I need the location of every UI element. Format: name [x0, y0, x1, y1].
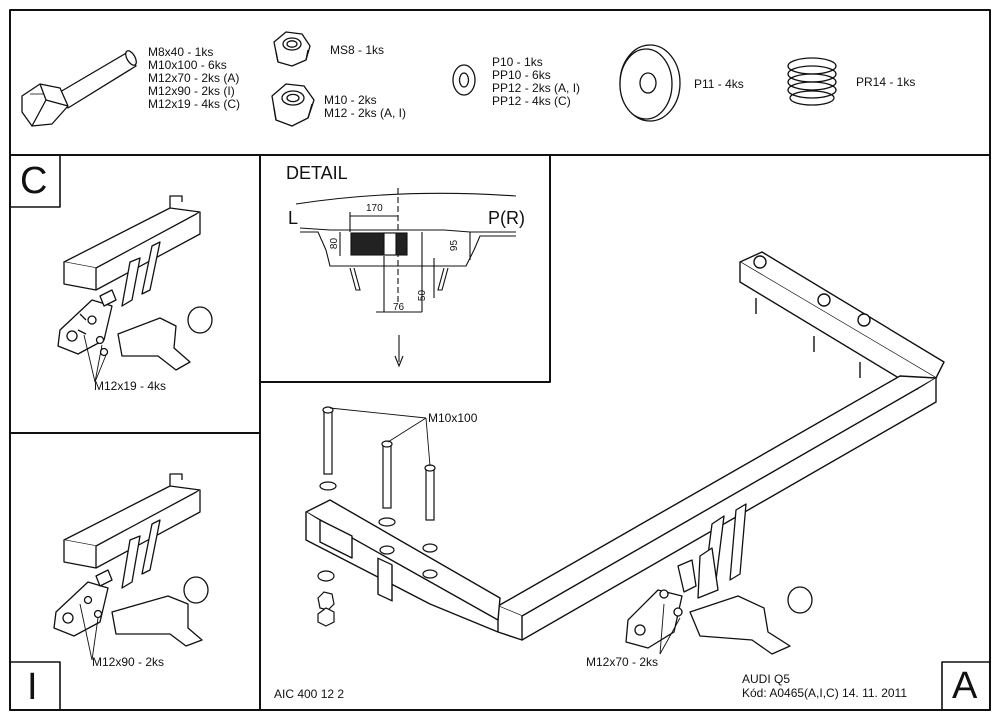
- outer-frame: [9, 9, 991, 711]
- bolt-drawing: [21, 50, 137, 127]
- panel-a-bolt-label: M12x70 - 2ks: [586, 655, 659, 669]
- bolt-list-item: M8x40 - 1ks: [148, 45, 214, 59]
- hitch-drawing-a: [625, 503, 813, 655]
- nut-m10: [271, 83, 315, 127]
- leader-i: [79, 603, 99, 661]
- washer-list-item: PP12 - 4ks (C): [492, 94, 571, 108]
- dim-95: 95: [449, 239, 461, 252]
- leader-c: [83, 334, 107, 383]
- dim-76: 76: [393, 302, 405, 313]
- washer-p10: [452, 64, 476, 96]
- bolt-list-item: M12x90 - 2ks (I): [148, 84, 235, 98]
- letter-box-i: [9, 661, 61, 711]
- kod-label: Kód: A0465(A,I,C) 14. 11. 2011: [742, 686, 907, 700]
- detail-title: DETAIL: [286, 163, 348, 183]
- detail-box: [259, 154, 551, 383]
- drawing-code: AIC 400 12 2: [274, 687, 345, 701]
- nut-list: M10 - 2ks M12 - 2ks (A, I): [324, 94, 406, 120]
- nut-ms8: [273, 31, 311, 67]
- spring-washer-pr14: [787, 57, 837, 106]
- letter-box-a: [941, 661, 991, 711]
- nut-list-item: M10 - 2ks: [324, 93, 377, 107]
- panel-letter-c: C: [20, 160, 48, 202]
- pr14-label: PR14 - 1ks: [856, 75, 916, 89]
- panel-letter-a: A: [952, 665, 978, 707]
- ms8-label: MS8 - 1ks: [330, 43, 385, 57]
- letter-box-c: [9, 154, 61, 208]
- bolt-list: M8x40 - 1ks M10x100 - 6ks M12x70 - 2ks (…: [148, 46, 240, 111]
- hitch-drawing-c: [57, 195, 213, 371]
- washer-list: P10 - 1ks PP10 - 6ks PP12 - 2ks (A, I) P…: [492, 56, 580, 108]
- panel-i-bolt-label: M12x90 - 2ks: [92, 655, 165, 669]
- detail-right-label: P(R): [488, 208, 525, 228]
- p11-label: P11 - 4ks: [694, 77, 744, 91]
- washer-list-item: P10 - 1ks: [492, 55, 543, 69]
- detail-section: [295, 188, 517, 368]
- dim-50: 50: [417, 289, 429, 302]
- crossbar-assembly: [305, 251, 945, 641]
- washer-list-item: PP12 - 2ks (A, I): [492, 81, 581, 95]
- hitch-drawing-i: [53, 473, 209, 647]
- panel-a-bolt-top-label: M10x100: [428, 411, 478, 425]
- bolts-m10x100: [317, 406, 438, 627]
- detail-left-label: L: [288, 208, 299, 228]
- washer-p11: [619, 44, 681, 122]
- bolt-list-item: M12x70 - 2ks (A): [148, 71, 240, 85]
- leader-m10x100: [329, 407, 431, 467]
- vehicle-label: AUDI Q5: [742, 672, 791, 686]
- dim-170: 170: [366, 203, 383, 214]
- panel-letter-i: I: [27, 666, 38, 708]
- leader-a: [659, 603, 681, 655]
- bolt-list-item: M12x19 - 4ks (C): [148, 97, 241, 111]
- washer-list-item: PP10 - 6ks: [492, 68, 551, 82]
- dim-80: 80: [329, 237, 341, 250]
- panel-c-bolt-label: M12x19 - 4ks: [94, 379, 167, 393]
- bolt-list-item: M10x100 - 6ks: [148, 58, 227, 72]
- nut-list-item: M12 - 2ks (A, I): [324, 106, 407, 120]
